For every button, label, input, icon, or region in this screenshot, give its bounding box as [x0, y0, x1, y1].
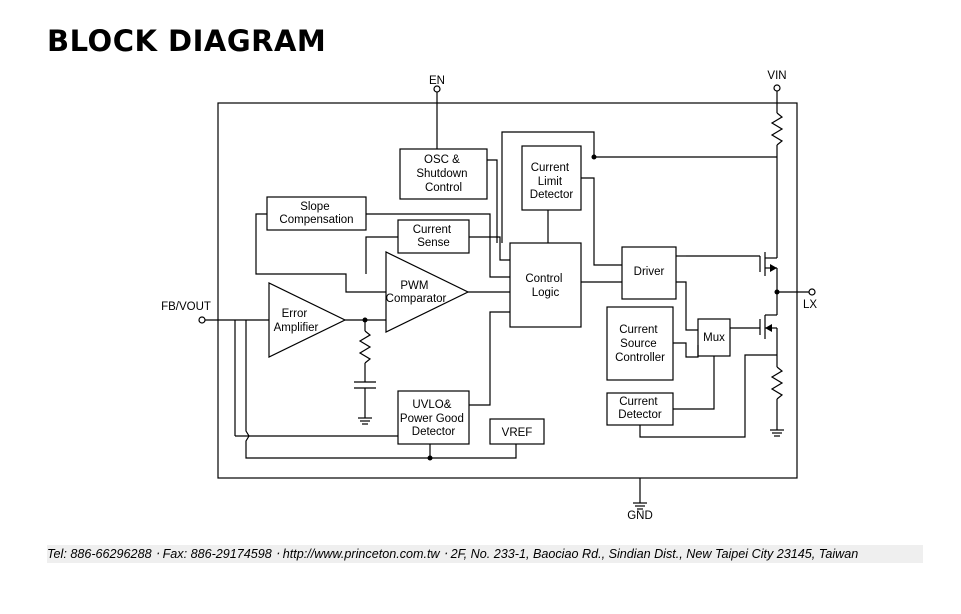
- vin-sense-resistor: [770, 112, 784, 146]
- junction-dot: [362, 317, 368, 323]
- osc-shutdown-block: [399, 148, 488, 200]
- slope-block-label: Slope Compensation: [279, 201, 353, 226]
- footer-bar: [47, 545, 923, 563]
- uvlo-block: [397, 390, 470, 445]
- control-logic-block: [509, 242, 582, 328]
- driver-block: [621, 246, 677, 300]
- fb-vout-pin-label: FB/VOUT: [161, 301, 211, 313]
- low-side-body-arrow: [765, 324, 772, 332]
- footer-contact: Tel: 886-66296288 ‧ Fax: 886-29174598 ‧ …: [47, 547, 859, 561]
- ic-outline: [217, 102, 798, 479]
- junction-dot: [774, 289, 780, 295]
- low-side-sense-resistor: [770, 366, 784, 400]
- mux-label: Mux: [703, 332, 725, 344]
- control-logic-label: Control Logic: [525, 273, 565, 299]
- driver-label: Driver: [634, 266, 665, 278]
- lx-pin-label: LX: [803, 299, 817, 311]
- vin-pin-terminal: [773, 84, 781, 92]
- current-sense-block-label: Current Sense: [413, 224, 455, 249]
- fb-vout-pin-terminal: [198, 316, 206, 324]
- vref-label: VREF: [502, 427, 533, 439]
- junction-dot: [427, 455, 433, 461]
- pwm-label: PWM Comparator: [386, 280, 447, 305]
- high-side-body-arrow: [770, 264, 777, 272]
- junction-dot: [591, 154, 597, 160]
- error-amp-label: Error Amplifier: [274, 308, 319, 334]
- vin-pin-label: VIN: [767, 70, 786, 82]
- uvlo-label: UVLO& Power Good Detector: [400, 399, 467, 438]
- error-amplifier-triangle: [268, 282, 347, 358]
- pwm-comparator-triangle: [385, 251, 470, 333]
- current-source-label: Current Source Controller: [615, 324, 665, 364]
- en-pin-label: EN: [429, 75, 445, 87]
- osc-block-label: OSC & Shutdown Control: [416, 154, 470, 194]
- compensation-resistor: [358, 330, 372, 364]
- page-title: BLOCK DIAGRAM: [47, 24, 327, 58]
- gnd-pin-label: GND: [627, 510, 653, 522]
- vref-block: [489, 418, 545, 445]
- lx-pin-terminal: [808, 288, 816, 296]
- current-detector-label: Current Detector: [618, 396, 662, 421]
- current-limit-block-label: Current Limit Detector: [530, 162, 574, 201]
